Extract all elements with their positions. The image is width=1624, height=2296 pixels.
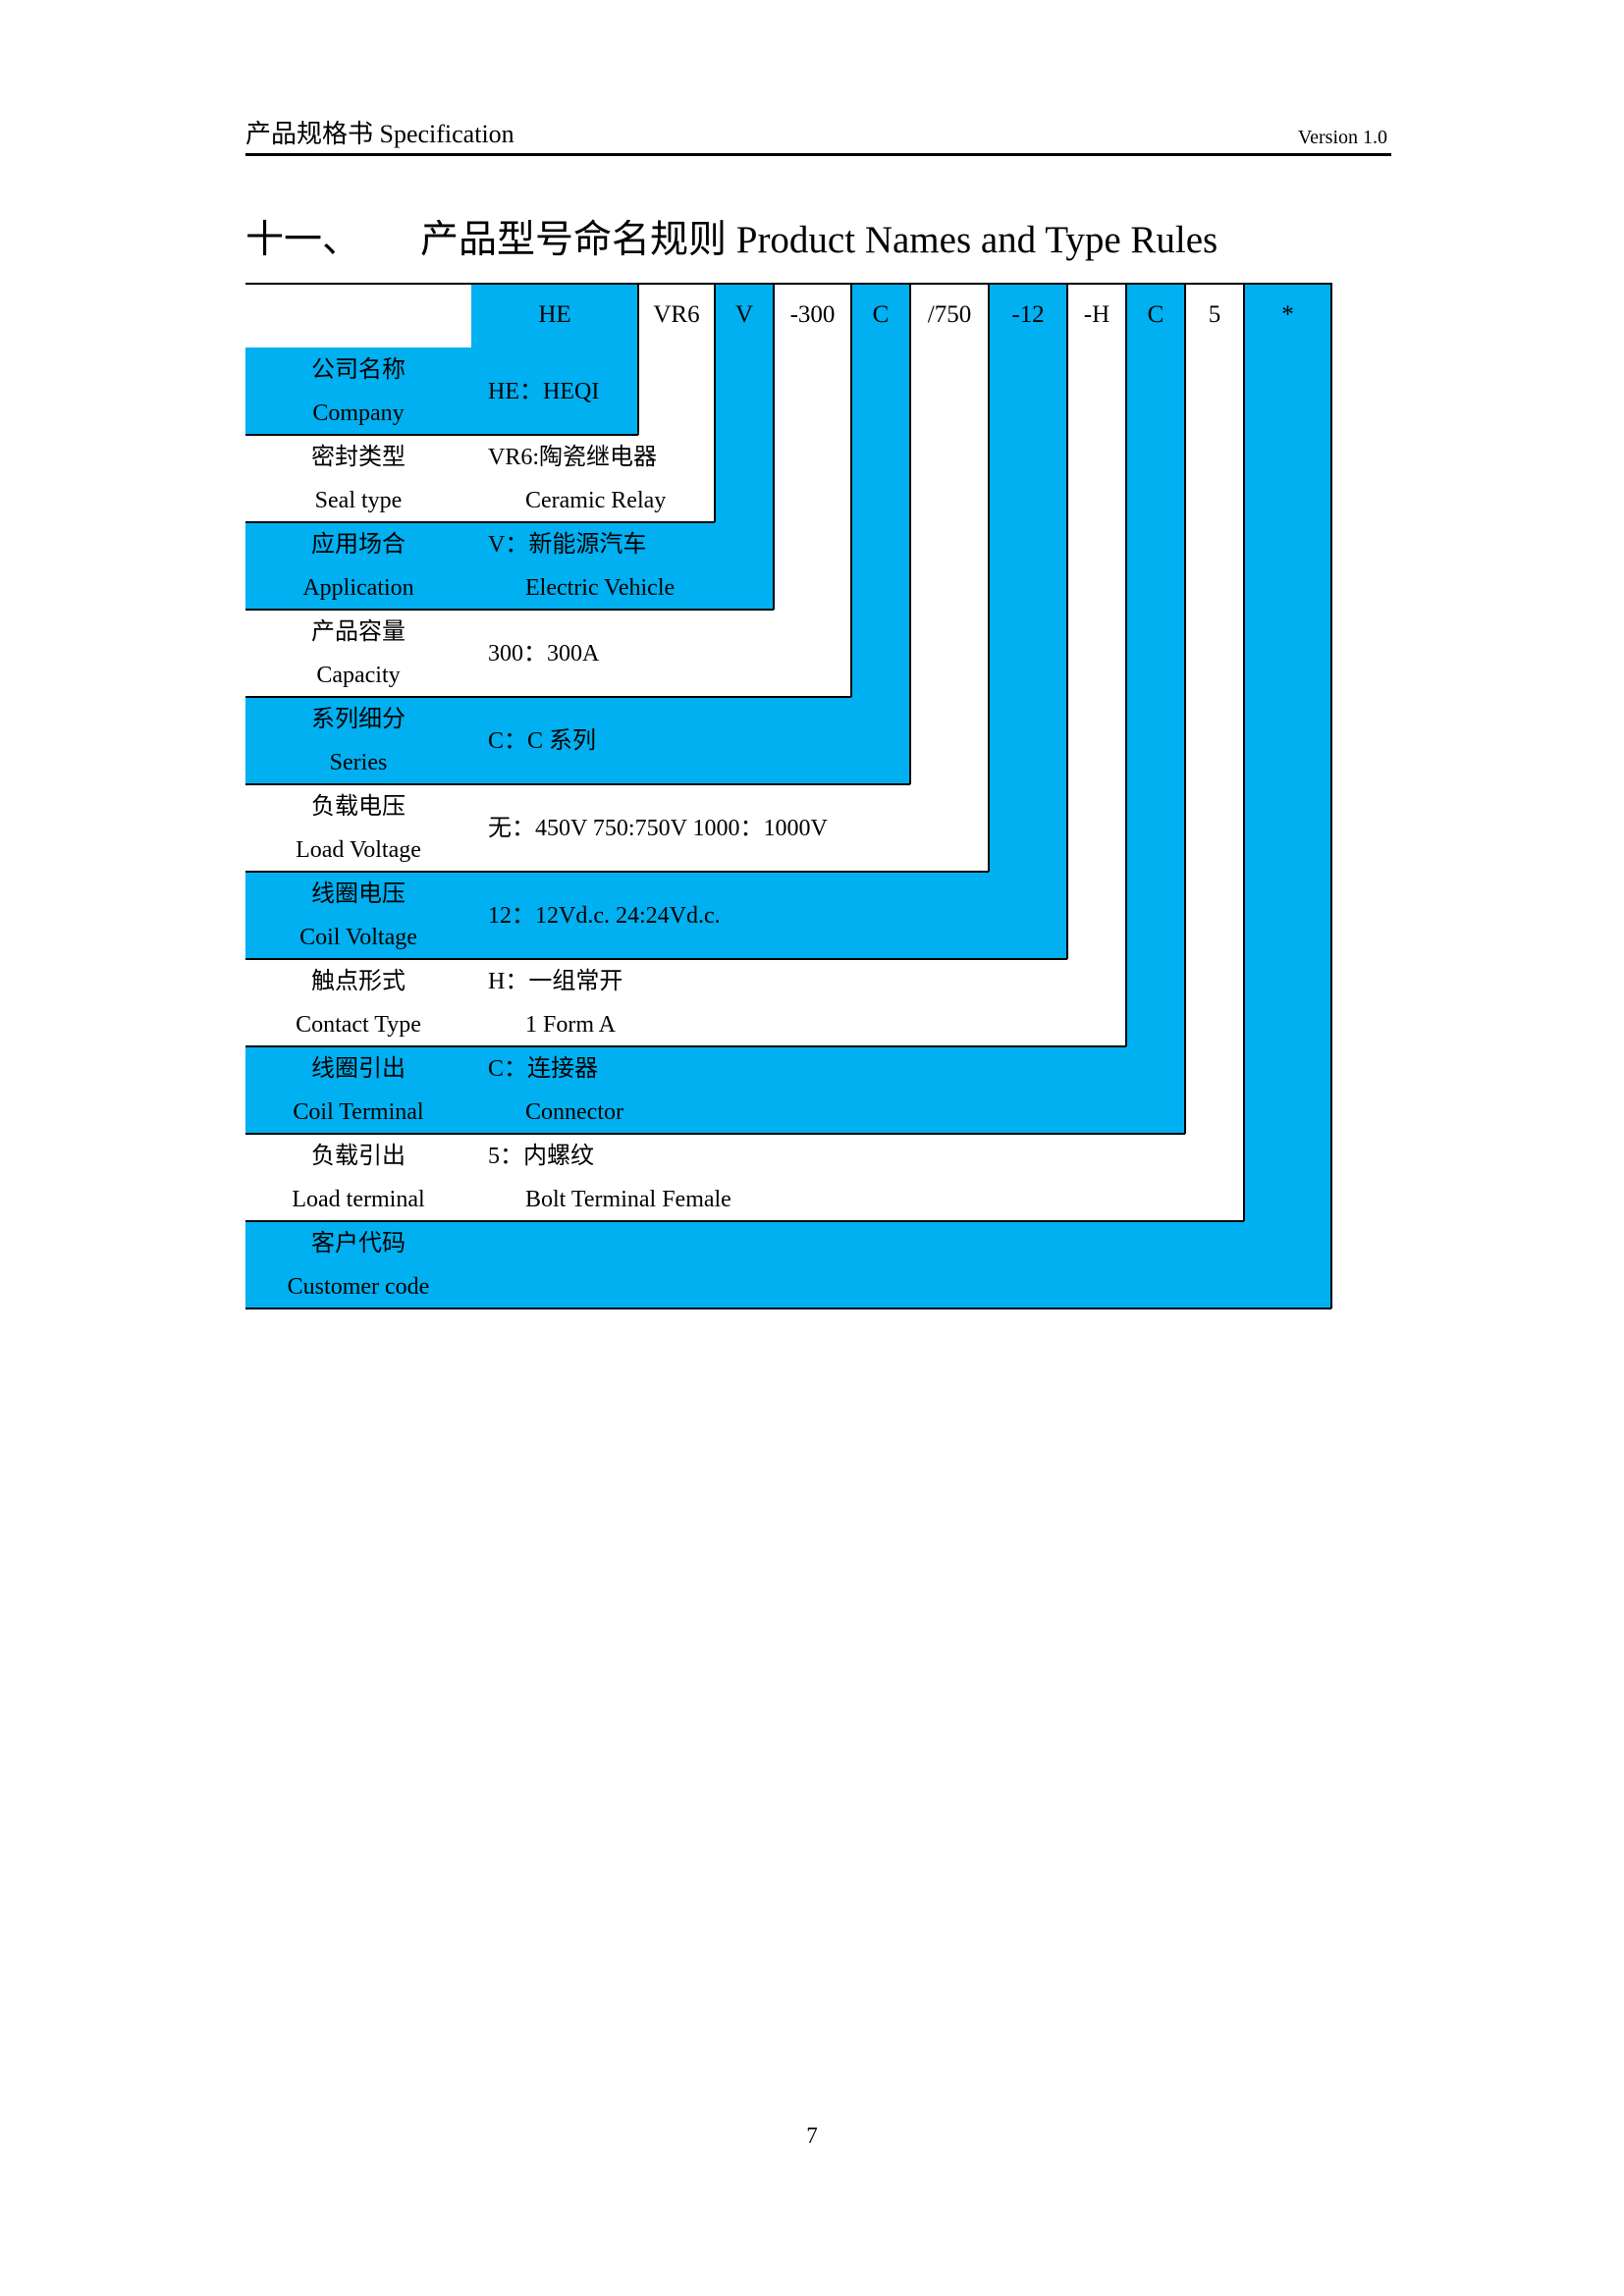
header-title: 产品规格书 Specification — [245, 120, 514, 148]
row-description-primary: 无：450V 750:750V 1000：1000V — [488, 816, 828, 841]
row-description-secondary: Bolt Terminal Female — [525, 1187, 731, 1212]
row-label-en: Capacity — [316, 663, 401, 688]
row-label-en: Contact Type — [296, 1012, 421, 1038]
column-right-line — [1184, 283, 1186, 1134]
row-description-secondary: Connector — [525, 1099, 623, 1125]
section-number: 十一、 — [245, 219, 361, 261]
row-bottom-line — [245, 1308, 1331, 1309]
row-description-primary: V：新能源汽车 — [488, 532, 647, 558]
column-right-line — [850, 283, 852, 697]
row-label-cn: 触点形式 — [311, 969, 406, 994]
code-segment: /750 — [927, 301, 972, 328]
row-bottom-line — [245, 696, 851, 698]
row-label-cn: 线圈引出 — [311, 1056, 406, 1082]
row-bottom-line — [245, 434, 638, 436]
row-label-cn: 客户代码 — [311, 1231, 406, 1256]
row-bottom-line — [245, 609, 774, 611]
row-bottom-line — [245, 871, 989, 873]
column-right-line — [909, 283, 911, 784]
row-label-en: Series — [329, 750, 388, 775]
row-label-cn: 负载电压 — [311, 794, 406, 820]
row-label-cn: 产品容量 — [311, 619, 406, 645]
row-label-cn: 负载引出 — [311, 1144, 406, 1169]
section-heading: 十一、 产品型号命名规则 Product Names and Type Rules — [245, 218, 1218, 263]
row-band — [245, 697, 910, 784]
row-bottom-line — [245, 783, 910, 785]
top-border — [245, 283, 1331, 285]
row-band — [245, 1221, 1331, 1308]
row-description-primary: H：一组常开 — [488, 969, 623, 994]
code-segment: C — [872, 301, 890, 328]
code-segment: -H — [1083, 301, 1110, 328]
column-right-line — [773, 283, 775, 610]
row-band — [245, 522, 774, 610]
row-description-secondary: Ceramic Relay — [525, 488, 667, 513]
code-segment: 5 — [1208, 301, 1221, 328]
column-right-line — [714, 283, 716, 522]
row-bottom-line — [245, 1220, 1244, 1222]
code-segment: -12 — [1011, 301, 1045, 328]
row-label-en: Coil Voltage — [299, 925, 417, 950]
page-number: 7 — [806, 2123, 818, 2148]
row-description-primary: 300：300A — [488, 641, 600, 667]
row-band — [245, 872, 1067, 959]
section-title: 产品型号命名规则 Product Names and Type Rules — [420, 219, 1218, 261]
code-segment: HE — [538, 301, 571, 328]
code-column-stem — [1126, 283, 1185, 1134]
code-column-stem — [471, 283, 638, 435]
type-rules-diagram: HE VR6 V -300 C/750 -12 -H C 5 * 公司名称 Company HE：HEQ… — [245, 283, 1332, 1309]
row-bottom-line — [245, 958, 1067, 960]
row-description-primary: 5：内螺纹 — [488, 1144, 594, 1169]
row-bottom-line — [245, 1045, 1126, 1047]
column-right-line — [637, 283, 639, 435]
code-segment: * — [1281, 301, 1294, 328]
column-right-line — [988, 283, 990, 872]
row-label-cn: 线圈电压 — [311, 881, 406, 907]
row-bottom-line — [245, 1133, 1185, 1135]
column-right-line — [1330, 283, 1332, 1308]
row-description-primary: VR6:陶瓷继电器 — [488, 445, 658, 470]
row-label-en: Customer code — [287, 1274, 430, 1300]
code-column-stem — [1244, 283, 1331, 1308]
row-label-cn: 应用场合 — [311, 532, 406, 558]
code-column-stem — [715, 283, 774, 610]
row-label-cn: 系列细分 — [311, 707, 406, 732]
row-label-en: Seal type — [314, 488, 403, 513]
row-label-en: Load Voltage — [296, 837, 421, 863]
row-label-cn: 密封类型 — [311, 445, 406, 470]
page-header: 产品规格书 Specification Version 1.0 — [245, 116, 1391, 156]
code-column-stem — [851, 283, 910, 784]
row-description-primary: 12：12Vd.c. 24:24Vd.c. — [488, 903, 721, 929]
header-version: Version 1.0 — [1297, 127, 1387, 148]
code-segment: C — [1147, 301, 1164, 328]
column-right-line — [1066, 283, 1068, 959]
row-description-secondary: Electric Vehicle — [525, 575, 676, 601]
row-label-en: Coil Terminal — [293, 1099, 424, 1125]
code-segment: -300 — [789, 301, 836, 328]
row-bottom-line — [245, 521, 715, 523]
row-label-en: Load terminal — [292, 1187, 425, 1212]
row-description-primary: HE：HEQI — [488, 379, 600, 404]
column-right-line — [1243, 283, 1245, 1221]
row-description-secondary: 1 Form A — [525, 1012, 617, 1038]
code-column-stem — [989, 283, 1067, 959]
row-label-en: Company — [312, 400, 405, 426]
code-segment: VR6 — [653, 301, 700, 328]
row-description-primary: C：连接器 — [488, 1056, 599, 1082]
code-segment: V — [734, 301, 754, 328]
row-label-cn: 公司名称 — [311, 357, 406, 383]
row-description-primary: C：C 系列 — [488, 728, 597, 754]
row-band — [245, 1046, 1185, 1134]
column-right-line — [1125, 283, 1127, 1046]
row-label-en: Application — [302, 575, 414, 601]
